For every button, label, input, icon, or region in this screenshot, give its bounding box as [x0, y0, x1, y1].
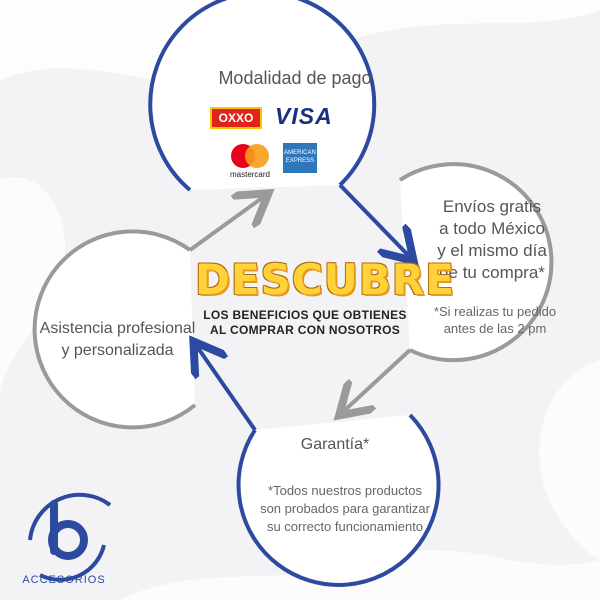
warranty-bubble — [236, 413, 441, 587]
oxxo-logo: OXXO — [210, 107, 262, 129]
arrow-left-to-top — [188, 198, 262, 252]
shipping-title-line: a todo México — [439, 219, 545, 238]
brand-name: ACCESORIOS — [22, 574, 106, 586]
shipping-title-line: y el mismo día — [437, 241, 547, 260]
warranty-title: Garantía* — [300, 436, 370, 453]
bg-wave-right — [539, 360, 600, 560]
support-title-line: y personalizada — [61, 342, 174, 359]
shipping-bubble — [398, 162, 554, 363]
warranty-note: *Todos nuestros productos son probados p… — [245, 482, 445, 536]
visa-logo: VISA — [275, 103, 333, 129]
payment-title: Modalidad de pago — [218, 68, 372, 88]
warranty-note-line: *Todos nuestros productos — [268, 483, 422, 498]
subheadline-line-2: AL COMPRAR CON NOSOTROS — [209, 323, 401, 337]
brand-logo — [28, 492, 112, 582]
shipping-title: Envíos gratis a todo México y el mismo d… — [402, 196, 582, 284]
shipping-title-line: de tu compra* — [439, 263, 545, 282]
amex-logo: AMERICAN EXPRESS — [283, 143, 317, 173]
bg-wave-left — [0, 177, 66, 400]
support-title: Asistencia profesional y personalizada — [25, 318, 210, 362]
shipping-note: *Si realizas tu pedido antes de las 2 pm — [415, 303, 575, 337]
payment-bubble — [148, 0, 377, 192]
arrow-top-to-right — [338, 183, 408, 255]
mastercard-logo: mastercard — [225, 142, 275, 182]
headline: DESCUBRE — [195, 255, 455, 304]
support-title-line: Asistencia profesional — [39, 320, 196, 337]
subheadline-line-1: LOS BENEFICIOS QUE OBTIENES — [203, 308, 407, 322]
arrow-bottom-to-left — [198, 348, 257, 432]
shipping-title-line: Envíos gratis — [442, 197, 542, 216]
support-bubble — [32, 229, 197, 430]
warranty-note-line: su correcto funcionamiento — [266, 519, 424, 534]
mastercard-circles-icon — [231, 144, 269, 168]
arrow-right-to-bottom — [345, 348, 412, 410]
warranty-note-line: son probados para garantizar — [260, 501, 430, 516]
mastercard-label: mastercard — [229, 170, 270, 179]
shipping-note-line: antes de las 2 pm — [443, 321, 547, 336]
shipping-note-line: *Si realizas tu pedido — [433, 304, 557, 319]
